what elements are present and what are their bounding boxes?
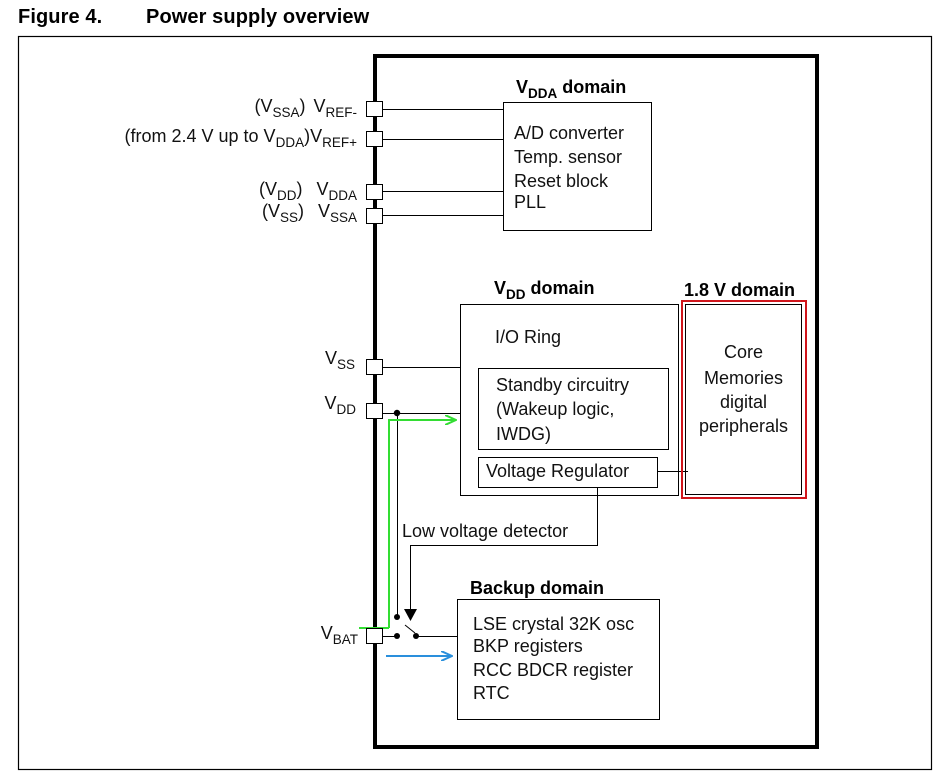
vdda-item: Reset block [514, 171, 609, 191]
lvd-arrow-head [404, 609, 417, 621]
pin-vssa [366, 208, 383, 224]
switch-blade [404, 624, 416, 634]
backup-domain-box [457, 599, 660, 720]
core-item: Core [724, 342, 763, 362]
pin-vss [366, 359, 383, 375]
vdda-domain-title: VDDA domain [516, 77, 626, 101]
vdda-item: Temp. sensor [514, 147, 622, 167]
pin-label-vss: VSS [325, 348, 355, 372]
figure-title: Power supply overview [146, 6, 370, 28]
low-voltage-detector-label: Low voltage detector [402, 521, 568, 541]
core-domain-red-border [681, 300, 807, 499]
pin-vdda [366, 184, 383, 200]
standby-line: IWDG) [496, 424, 551, 444]
vdd-domain-title: VDD domain [494, 278, 595, 302]
vdda-item: PLL [514, 192, 546, 212]
pin-vref-minus [366, 101, 383, 117]
pin-label-vref-plus: (from 2.4 V up to VDDA)VREF+ [125, 126, 358, 150]
pin-vref-plus [366, 131, 383, 147]
backup-item: RCC BDCR register [473, 660, 633, 680]
backup-domain-title: Backup domain [470, 578, 604, 598]
standby-circuitry-box [478, 368, 669, 450]
chip-outline [373, 54, 819, 749]
standby-line: (Wakeup logic, [496, 399, 614, 419]
figure-number: Figure 4. [18, 6, 103, 28]
backup-item: LSE crystal 32K osc [473, 614, 634, 634]
core-item: digital [720, 392, 767, 412]
standby-line: Standby circuitry [496, 375, 629, 395]
pin-label-vbat: VBAT [321, 623, 358, 647]
pin-label-vssa: (VSS)VSSA [262, 201, 357, 225]
vdda-item: A/D converter [514, 123, 624, 143]
pin-label-vdd: VDD [324, 393, 356, 417]
pin-label-vdda: (VDD)VDDA [259, 179, 357, 203]
pin-vbat [366, 628, 383, 644]
voltage-regulator-label: Voltage Regulator [486, 461, 629, 481]
vdda-domain-box [503, 102, 652, 231]
wire-low-voltage-detector [410, 487, 598, 610]
core-item: Memories [704, 368, 783, 388]
figure-frame [17, 35, 933, 771]
figure-caption: Figure 4. Power supply overview [18, 6, 369, 29]
pin-vdd [366, 403, 383, 419]
io-ring-label: I/O Ring [495, 327, 561, 347]
pin-label-vref-minus: (VSSA)VREF- [254, 96, 357, 120]
switch-contact-vdd [394, 614, 400, 620]
core-domain-title: 1.8 V domain [684, 280, 795, 300]
vdd-domain-box [460, 304, 679, 496]
voltage-regulator-box [478, 457, 658, 488]
core-domain-box [685, 304, 802, 495]
vdd-power-path-arrow [388, 420, 456, 628]
backup-item: BKP registers [473, 636, 583, 656]
core-item: peripherals [699, 416, 788, 436]
backup-item: RTC [473, 683, 510, 703]
